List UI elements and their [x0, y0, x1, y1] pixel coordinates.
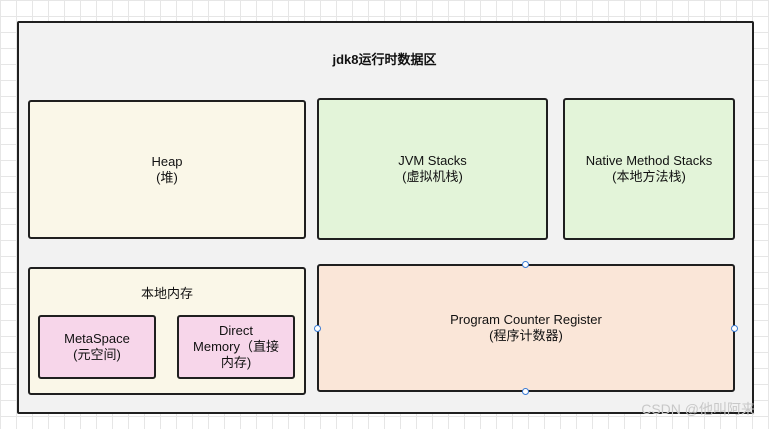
diagram-title: jdk8运行时数据区	[332, 52, 437, 67]
direct-memory-box[interactable]: Direct Memory（直接 内存)	[177, 315, 295, 379]
selection-handle-right[interactable]	[731, 325, 738, 332]
native-method-stacks-sublabel: (本地方法栈)	[612, 169, 686, 184]
program-counter-register-box[interactable]: Program Counter Register (程序计数器)	[317, 264, 735, 392]
direct-memory-label-line2: Memory（直接	[193, 339, 279, 354]
native-memory-label: 本地内存	[140, 286, 193, 301]
heap-box[interactable]: Heap (堆)	[28, 100, 306, 239]
watermark: CSDN @他叫阿来	[641, 401, 755, 417]
heap-sublabel: (堆)	[156, 169, 178, 185]
program-counter-register-label: Program Counter Register	[450, 312, 602, 327]
heap-label: Heap	[151, 153, 183, 169]
program-counter-register-sublabel: (程序计数器)	[489, 328, 563, 343]
direct-memory-label-line3: 内存)	[220, 355, 252, 370]
metaspace-sublabel: (元空间)	[73, 347, 121, 362]
selection-handle-top[interactable]	[522, 261, 529, 268]
jvm-stacks-label: JVM Stacks	[398, 153, 467, 168]
jvm-stacks-sublabel: (虚拟机栈)	[402, 169, 463, 184]
direct-memory-label-line1: Direct	[219, 323, 253, 338]
jvm-stacks-box[interactable]: JVM Stacks (虚拟机栈)	[317, 98, 548, 240]
native-method-stacks-box[interactable]: Native Method Stacks (本地方法栈)	[563, 98, 735, 240]
metaspace-label: MetaSpace	[64, 331, 130, 346]
selection-handle-left[interactable]	[314, 325, 321, 332]
selection-handle-bottom[interactable]	[522, 388, 529, 395]
native-method-stacks-label: Native Method Stacks	[585, 153, 713, 168]
metaspace-box[interactable]: MetaSpace (元空间)	[38, 315, 156, 379]
